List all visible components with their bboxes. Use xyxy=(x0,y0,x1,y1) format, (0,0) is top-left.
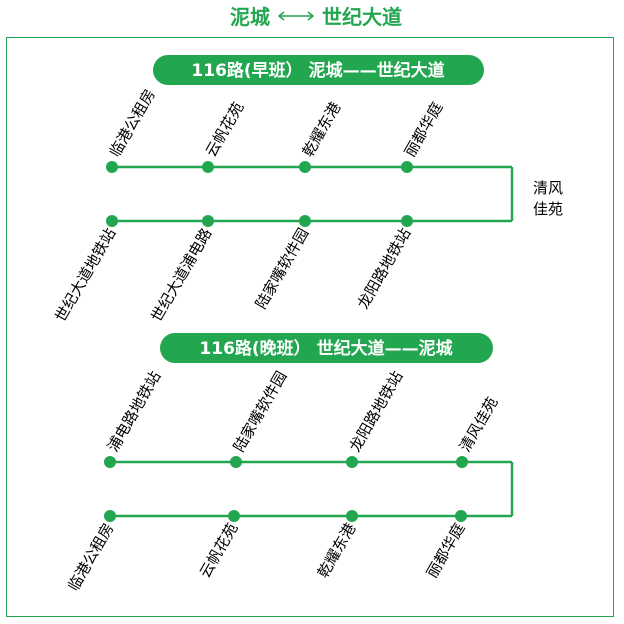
stop-label: 丽都华庭 xyxy=(401,99,447,160)
stop-dot xyxy=(456,456,468,468)
stop-dot xyxy=(230,456,242,468)
stop-dot xyxy=(401,161,413,173)
stop-label: 陆家嘴软件园 xyxy=(230,368,291,455)
stop-label: 云帆花苑 xyxy=(202,99,248,160)
route-frame xyxy=(6,37,614,617)
double-arrow-icon xyxy=(277,11,315,21)
stop-dot xyxy=(228,510,240,522)
stop-label: 乾耀东港 xyxy=(314,520,360,581)
stop-label: 陆家嘴软件园 xyxy=(252,225,313,312)
route-morning: 116路(早班） 泥城——世纪大道 临港公租房 云帆花苑 乾耀东港 丽都华庭 清… xyxy=(51,55,563,325)
stop-label: 龙阳路地铁站 xyxy=(346,368,407,455)
stop-dot xyxy=(299,215,311,227)
stop-label: 清风佳苑 xyxy=(456,394,502,455)
route-evening-header xyxy=(160,333,493,363)
stop-dot xyxy=(104,456,116,468)
stop-dot xyxy=(401,215,413,227)
stop-label: 浦电路地铁站 xyxy=(104,368,165,455)
stop-label: 乾耀东港 xyxy=(299,99,345,160)
stop-dot xyxy=(104,510,116,522)
stop-dot xyxy=(346,510,358,522)
stop-label: 临港公租房 xyxy=(106,86,159,160)
stop-dot xyxy=(455,510,467,522)
stop-label: 世纪大道浦电路 xyxy=(147,225,215,325)
route-morning-label: 116路(早班） 泥城——世纪大道 xyxy=(191,60,444,81)
stop-dot xyxy=(106,161,118,173)
route-evening: 116路(晚班） 世纪大道——泥城 浦电路地铁站 陆家嘴软件园 龙阳路地铁站 清… xyxy=(64,333,514,594)
stop-dot xyxy=(202,161,214,173)
page-title: 泥城 世纪大道 xyxy=(0,2,624,30)
stop-label: 丽都华庭 xyxy=(423,520,469,581)
route-evening-label: 116路(晚班） 世纪大道——泥城 xyxy=(199,338,452,359)
stop-dot xyxy=(346,456,358,468)
stop-label: 云帆花苑 xyxy=(196,520,242,581)
turn-stop-label: 清风 xyxy=(533,179,563,197)
stop-dot xyxy=(106,215,118,227)
stop-label: 临港公租房 xyxy=(64,520,117,594)
title-from: 泥城 xyxy=(230,5,270,29)
title-to: 世纪大道 xyxy=(322,5,402,29)
stop-label: 龙阳路地铁站 xyxy=(354,225,415,312)
turn-stop-label: 佳苑 xyxy=(533,200,563,218)
stop-dot xyxy=(299,161,311,173)
route-morning-header xyxy=(153,55,484,85)
stop-label: 世纪大道地铁站 xyxy=(51,225,119,325)
stop-dot xyxy=(202,215,214,227)
